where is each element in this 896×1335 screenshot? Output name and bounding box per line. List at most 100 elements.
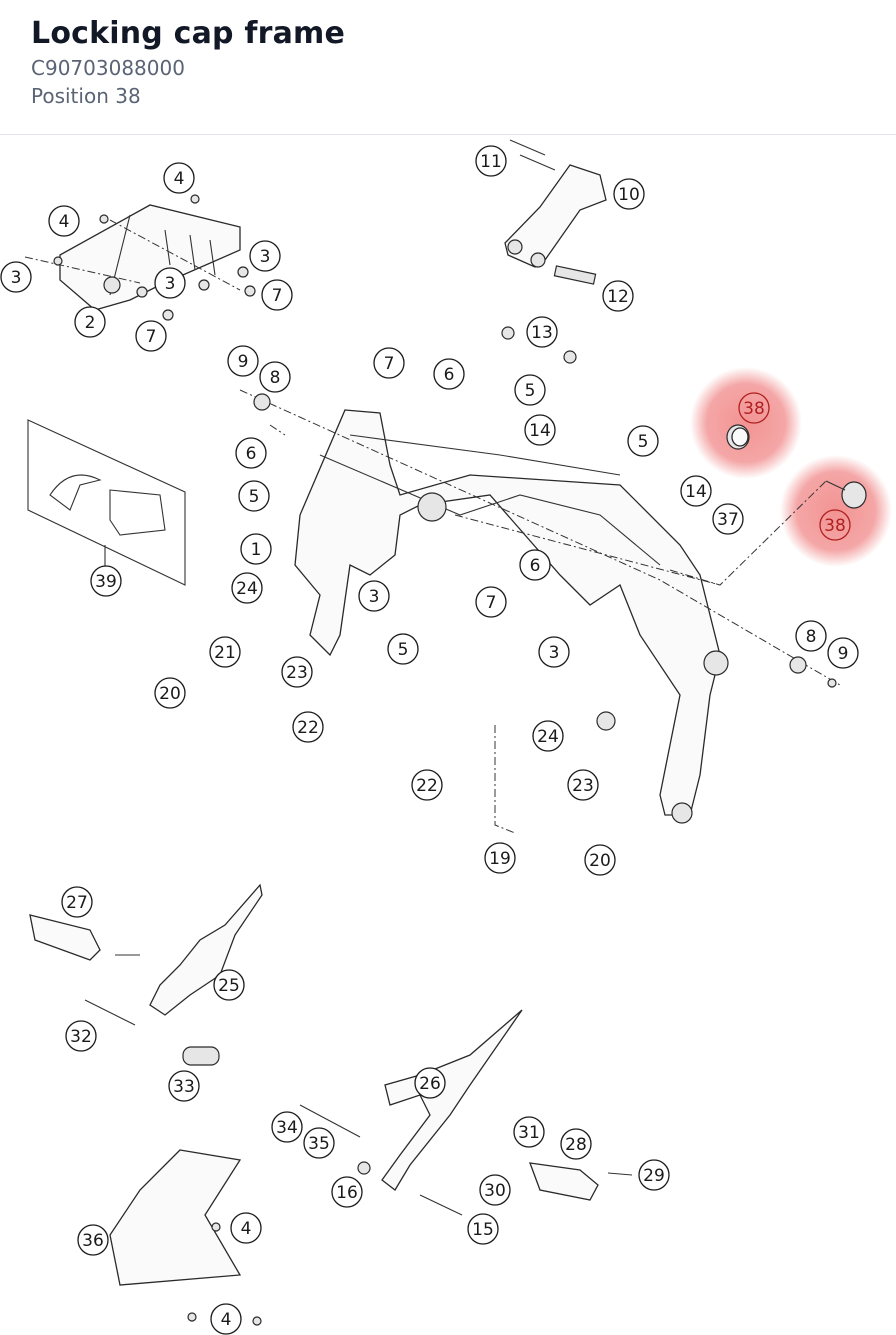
callout-26-c-26[interactable]: 26 <box>414 1067 446 1099</box>
callout-circle <box>602 280 634 312</box>
callout-label: 10 <box>618 185 640 205</box>
callout-circle <box>560 1128 592 1160</box>
callout-label: 3 <box>549 643 560 663</box>
bracket-assembly <box>24 194 256 321</box>
callout-label: 32 <box>70 1027 92 1047</box>
callout-39-c-39[interactable]: 39 <box>90 565 122 597</box>
callout-7-c-7b[interactable]: 7 <box>135 320 167 352</box>
callout-10-c-10[interactable]: 10 <box>613 178 645 210</box>
callout-label: 20 <box>589 851 611 871</box>
callout-32-c-32[interactable]: 32 <box>65 1020 97 1052</box>
callout-label: 2 <box>85 313 96 333</box>
callout-19-c-19[interactable]: 19 <box>484 842 516 874</box>
callout-label: 6 <box>530 556 541 576</box>
callout-22-c-22b[interactable]: 22 <box>411 769 443 801</box>
callout-7-c-7a[interactable]: 7 <box>261 279 293 311</box>
callout-4-c-4a[interactable]: 4 <box>163 162 195 194</box>
callout-4-c-4c[interactable]: 4 <box>230 1212 262 1244</box>
callout-label: 5 <box>638 432 649 452</box>
callout-23-c-23a[interactable]: 23 <box>281 656 313 688</box>
callout-3-c-3e[interactable]: 3 <box>538 636 570 668</box>
callout-label: 4 <box>59 212 70 232</box>
callout-34-c-34[interactable]: 34 <box>271 1111 303 1143</box>
callout-30-c-30[interactable]: 30 <box>479 1174 511 1206</box>
callout-label: 26 <box>419 1074 441 1094</box>
callout-label: 24 <box>537 727 559 747</box>
callout-5-c-5d[interactable]: 5 <box>387 633 419 665</box>
callout-20-c-20b[interactable]: 20 <box>584 844 616 876</box>
callout-circle <box>712 503 744 535</box>
callout-6-c-6c[interactable]: 6 <box>519 549 551 581</box>
callout-label: 7 <box>486 593 497 613</box>
callout-5-c-5c[interactable]: 5 <box>238 480 270 512</box>
callout-label: 5 <box>525 381 536 401</box>
callout-12-c-12[interactable]: 12 <box>602 280 634 312</box>
callout-label: 35 <box>308 1134 330 1154</box>
callout-2-c-2[interactable]: 2 <box>74 306 106 338</box>
callout-24-c-24b[interactable]: 24 <box>532 720 564 752</box>
callout-9-c-9a[interactable]: 9 <box>227 345 259 377</box>
callout-27-c-27[interactable]: 27 <box>61 886 93 918</box>
callout-label: 29 <box>643 1166 665 1186</box>
callout-6-c-6a[interactable]: 6 <box>433 358 465 390</box>
callout-3-c-3b[interactable]: 3 <box>249 240 281 272</box>
callout-20-c-20a[interactable]: 20 <box>154 677 186 709</box>
callout-38-c-38a[interactable]: 38 <box>738 392 770 424</box>
callout-3-c-3c[interactable]: 3 <box>154 267 186 299</box>
callout-label: 6 <box>246 444 257 464</box>
chain-guard <box>109 1149 262 1326</box>
callout-24-c-24a[interactable]: 24 <box>231 572 263 604</box>
callout-label: 21 <box>214 643 236 663</box>
callout-label: 8 <box>270 368 281 388</box>
callout-5-c-5a[interactable]: 5 <box>514 374 546 406</box>
callout-label: 25 <box>218 976 240 996</box>
callout-circle <box>738 392 770 424</box>
callout-label: 24 <box>236 579 258 599</box>
callout-8-c-8a[interactable]: 8 <box>259 361 291 393</box>
callout-7-c-7d[interactable]: 7 <box>475 586 507 618</box>
callout-23-c-23b[interactable]: 23 <box>567 769 599 801</box>
callout-circle <box>261 279 293 311</box>
upper-bracket <box>501 139 607 364</box>
callout-circle <box>61 886 93 918</box>
callout-28-c-28[interactable]: 28 <box>560 1128 592 1160</box>
callout-29-c-29[interactable]: 29 <box>638 1159 670 1191</box>
callout-21-c-21[interactable]: 21 <box>209 636 241 668</box>
callout-circle <box>240 533 272 565</box>
callout-3-c-3d[interactable]: 3 <box>358 580 390 612</box>
callout-14-c-14a[interactable]: 14 <box>524 414 556 446</box>
callout-33-c-33[interactable]: 33 <box>168 1070 200 1102</box>
callout-22-c-22a[interactable]: 22 <box>292 711 324 743</box>
callout-31-c-31[interactable]: 31 <box>513 1116 545 1148</box>
callout-16-c-16[interactable]: 16 <box>331 1176 363 1208</box>
callout-label: 20 <box>159 684 181 704</box>
callout-circle <box>567 769 599 801</box>
callout-11-c-11[interactable]: 11 <box>475 145 507 177</box>
callout-circle <box>411 769 443 801</box>
callout-circle <box>538 636 570 668</box>
callout-6-c-6b[interactable]: 6 <box>235 437 267 469</box>
callout-9-c-9b[interactable]: 9 <box>827 637 859 669</box>
callout-circle <box>524 414 556 446</box>
callout-8-c-8b[interactable]: 8 <box>795 620 827 652</box>
callout-13-c-13[interactable]: 13 <box>526 316 558 348</box>
callout-5-c-5b[interactable]: 5 <box>627 425 659 457</box>
callout-37-c-37[interactable]: 37 <box>712 503 744 535</box>
callout-35-c-35[interactable]: 35 <box>303 1127 335 1159</box>
callout-circle <box>387 633 419 665</box>
callout-38-c-38b[interactable]: 38 <box>819 509 851 541</box>
callout-14-c-14b[interactable]: 14 <box>680 475 712 507</box>
callout-4-c-4b[interactable]: 4 <box>48 205 80 237</box>
callout-7-c-7c[interactable]: 7 <box>373 347 405 379</box>
callout-circle <box>638 1159 670 1191</box>
callout-1-c-1[interactable]: 1 <box>240 533 272 565</box>
callout-36-c-36[interactable]: 36 <box>77 1224 109 1256</box>
callout-circle <box>213 969 245 1001</box>
callout-circle <box>513 1116 545 1148</box>
callout-label: 3 <box>165 274 176 294</box>
callout-15-c-15[interactable]: 15 <box>467 1213 499 1245</box>
callout-3-c-3a[interactable]: 3 <box>0 261 32 293</box>
callout-circle <box>209 636 241 668</box>
callout-4-c-4d[interactable]: 4 <box>210 1303 242 1335</box>
callout-25-c-25[interactable]: 25 <box>213 969 245 1001</box>
